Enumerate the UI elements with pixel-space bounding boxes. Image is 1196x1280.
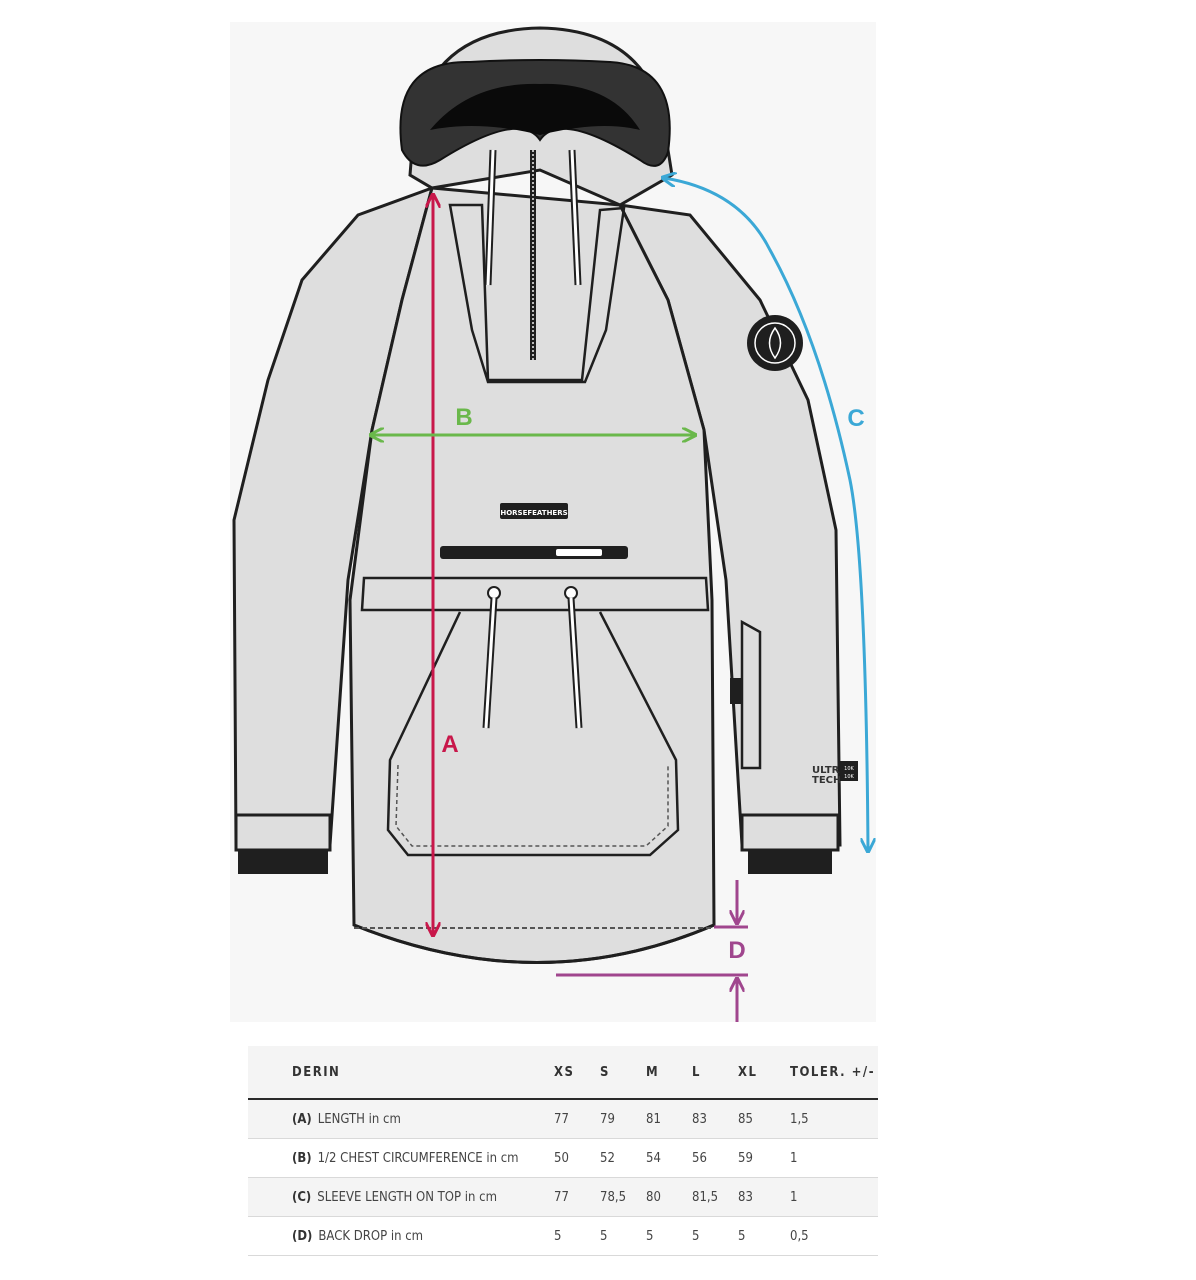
measure-a-label: A <box>441 731 458 758</box>
tech-badge-top: 10K <box>844 766 854 772</box>
measurement-code: (B) <box>292 1150 312 1166</box>
size-header-s: S <box>600 1046 646 1100</box>
value-cell: 59 <box>738 1138 784 1178</box>
value-cell: 83 <box>692 1099 738 1139</box>
measurement-label-cell: (C) SLEEVE LENGTH ON TOP in cm <box>248 1177 554 1217</box>
measurement-label: 1/2 CHEST CIRCUMFERENCE in cm <box>317 1150 519 1166</box>
value-cell: 79 <box>600 1099 646 1139</box>
hood-opening <box>430 83 640 135</box>
front-placket <box>448 203 626 384</box>
table-row: (C) SLEEVE LENGTH ON TOP in cm 77 78,5 80… <box>248 1177 878 1217</box>
size-header-m: M <box>646 1046 692 1100</box>
tolerance-cell: 1,5 <box>784 1099 878 1139</box>
back-drop-hem <box>353 923 715 964</box>
waist-drawcord-right-inner <box>569 597 581 729</box>
value-cell: 5 <box>692 1216 738 1256</box>
table-row: (A) LENGTH in cm 77 79 81 83 85 1,5 <box>248 1099 878 1139</box>
value-cell: 52 <box>600 1138 646 1178</box>
tolerance-cell: 1 <box>784 1138 878 1178</box>
value-cell: 77 <box>554 1177 600 1217</box>
value-cell: 77 <box>554 1099 600 1139</box>
size-header-xs: XS <box>554 1046 600 1100</box>
measurement-label: SLEEVE LENGTH ON TOP in cm <box>317 1189 497 1205</box>
value-cell: 81,5 <box>692 1177 738 1217</box>
size-header-xl: XL <box>738 1046 784 1100</box>
value-cell: 5 <box>738 1216 784 1256</box>
measurement-label-cell: (A) LENGTH in cm <box>248 1099 554 1139</box>
measurement-label: BACK DROP in cm <box>318 1228 424 1244</box>
waist-grommet-left <box>487 586 501 600</box>
tolerance-cell: 1 <box>784 1177 878 1217</box>
measurement-label-cell: (B) 1/2 CHEST CIRCUMFERENCE in cm <box>248 1138 554 1178</box>
right-cuff <box>740 813 840 852</box>
table-row: (D) BACK DROP in cm 5 5 5 5 5 0,5 <box>248 1216 878 1256</box>
tolerance-header: TOLER. +/- <box>784 1046 878 1100</box>
chest-logo-patch <box>500 503 568 519</box>
measure-b-label: B <box>455 404 472 431</box>
value-cell: 85 <box>738 1099 784 1139</box>
jacket-diagram: HORSEFEATHERS ULTRA TECH 10K 10K A B C D <box>232 26 876 1022</box>
value-cell: 50 <box>554 1138 600 1178</box>
measurement-code: (D) <box>292 1228 313 1244</box>
measure-c-arrow <box>664 178 868 850</box>
left-cuff-band <box>238 850 328 874</box>
value-cell: 5 <box>554 1216 600 1256</box>
value-cell: 56 <box>692 1138 738 1178</box>
table-row: (B) 1/2 CHEST CIRCUMFERENCE in cm 50 52 5… <box>248 1138 878 1178</box>
measure-d-label: D <box>728 937 745 964</box>
product-name-header: DERIN <box>248 1046 554 1100</box>
value-cell: 80 <box>646 1177 692 1217</box>
value-cell: 78,5 <box>600 1177 646 1217</box>
chest-zip-pull <box>556 549 602 556</box>
waist-grommet-right <box>564 586 578 600</box>
sleeve-pocket-tab <box>730 678 742 704</box>
measure-c-label: C <box>847 405 864 432</box>
left-cuff <box>234 813 332 852</box>
size-chart-header-row: DERIN XS S M L XL TOLER. +/- <box>248 1046 878 1100</box>
tolerance-cell: 0,5 <box>784 1216 878 1256</box>
value-cell: 5 <box>646 1216 692 1256</box>
right-cuff-band <box>748 850 832 874</box>
waist-drawcord-left-inner <box>484 597 496 729</box>
value-cell: 54 <box>646 1138 692 1178</box>
size-chart-table: DERIN XS S M L XL TOLER. +/- (A) LENGTH i… <box>248 1046 878 1256</box>
chest-logo-text: HORSEFEATHERS <box>500 509 567 517</box>
hood-drawcord-left-inner <box>486 149 495 286</box>
value-cell: 5 <box>600 1216 646 1256</box>
measurement-label: LENGTH in cm <box>317 1111 401 1127</box>
value-cell: 83 <box>738 1177 784 1217</box>
measurement-code: (A) <box>292 1111 312 1127</box>
tech-badge-bottom: 10K <box>844 774 854 780</box>
measurement-label-cell: (D) BACK DROP in cm <box>248 1216 554 1256</box>
measurement-code: (C) <box>292 1189 312 1205</box>
value-cell: 81 <box>646 1099 692 1139</box>
size-header-l: L <box>692 1046 738 1100</box>
hood-drawcord-right-inner <box>570 149 580 286</box>
tech-label-bottom: TECH <box>812 775 841 786</box>
